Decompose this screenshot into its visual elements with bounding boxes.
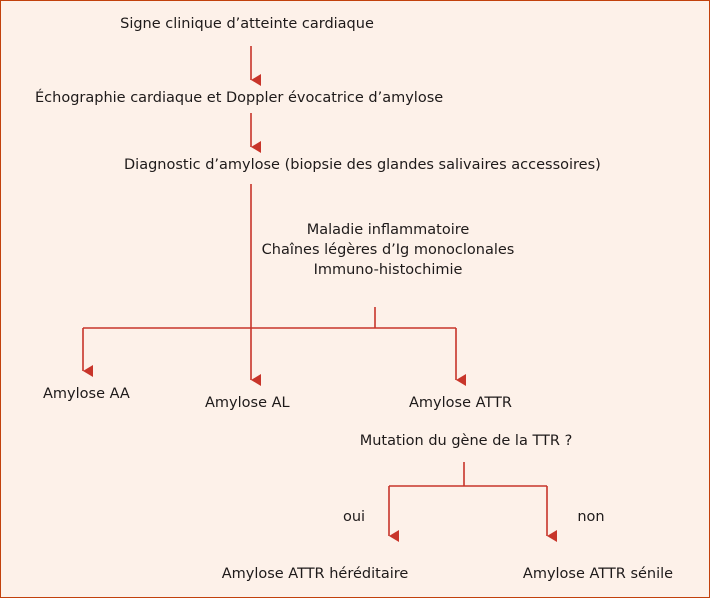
criteria-line-2: Chaînes légères d’Ig monoclonales	[261, 242, 515, 258]
node-echographie: Échographie cardiaque et Doppler évocatr…	[35, 90, 444, 106]
node-mutation-question: Mutation du gène de la TTR ?	[359, 433, 573, 449]
criteria-line-1: Maladie inflammatoire	[306, 222, 470, 238]
node-amylose-attr: Amylose ATTR	[409, 395, 512, 411]
node-diagnostic: Diagnostic d’amylose (biopsie des glande…	[124, 157, 601, 173]
label-non: non	[577, 509, 605, 525]
node-amylose-al: Amylose AL	[205, 395, 290, 411]
node-attr-hereditaire: Amylose ATTR héréditaire	[221, 566, 409, 582]
node-amylose-aa: Amylose AA	[43, 386, 130, 402]
node-signe-clinique: Signe clinique d’atteinte cardiaque	[120, 16, 374, 32]
criteria-line-3: Immuno-histochimie	[313, 262, 463, 278]
node-attr-senile: Amylose ATTR sénile	[522, 566, 674, 582]
label-oui: oui	[342, 509, 366, 525]
